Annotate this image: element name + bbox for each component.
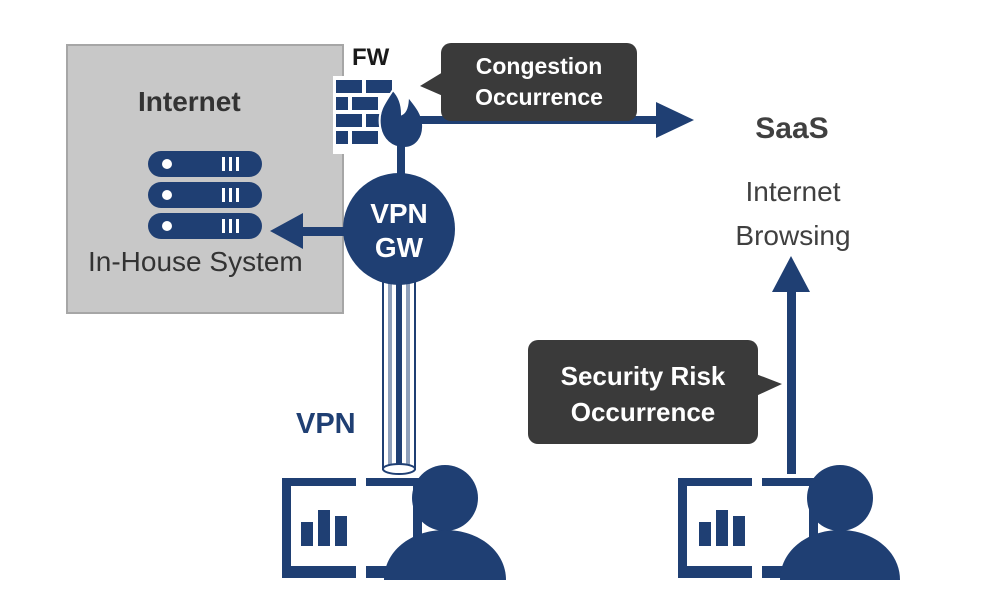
firewall-icon xyxy=(333,76,425,154)
congestion-callout-line1: Congestion xyxy=(475,53,603,79)
congestion-callout: Congestion Occurrence xyxy=(441,51,637,113)
congestion-callout-shape xyxy=(420,43,637,121)
internet-box xyxy=(66,44,344,314)
internet-browsing-label-line1: Internet xyxy=(745,176,841,207)
security-callout: Security Risk Occurrence xyxy=(528,358,758,430)
vpn-to-inhouse-arrow xyxy=(270,213,350,249)
server-icon xyxy=(148,151,262,239)
user-monitor-icon xyxy=(282,465,506,588)
vpn-label: VPN xyxy=(296,408,356,440)
security-callout-line2: Occurrence xyxy=(570,397,716,427)
user-monitor-icon xyxy=(678,465,900,588)
in-house-system-label: In-House System xyxy=(88,246,303,277)
vpn-gw-label-line2: GW xyxy=(374,232,424,263)
fw-label: FW xyxy=(352,44,390,71)
vpn-gw-node xyxy=(343,173,455,285)
saas-label: SaaS xyxy=(755,112,829,145)
user-to-browsing-arrow xyxy=(772,256,810,474)
security-callout-shape xyxy=(528,340,782,444)
congestion-callout-line2: Occurrence xyxy=(475,84,603,110)
vpn-gw-label-line1: VPN xyxy=(370,198,428,229)
vpn-tunnel xyxy=(382,267,416,475)
security-callout-line1: Security Risk xyxy=(560,361,726,391)
internet-label: Internet xyxy=(138,86,241,117)
internet-browsing-label-line2: Browsing xyxy=(735,220,851,251)
